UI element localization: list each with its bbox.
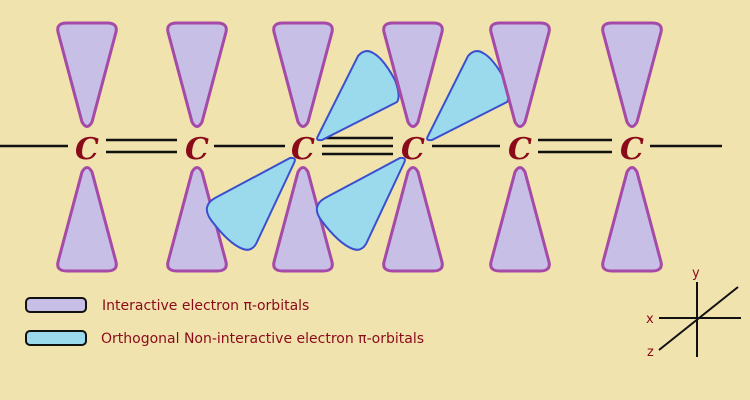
legend-swatch-orthogonal (25, 330, 87, 346)
interactive-orbital-lower-lobe (489, 166, 551, 273)
coordinate-axes: y x z (646, 266, 741, 360)
carbon-atom-label: C (620, 132, 644, 167)
interactive-orbital-lower-lobe (382, 166, 444, 273)
interactive-orbital-lower-lobe (601, 166, 663, 273)
bonds (0, 136, 722, 156)
interactive-orbital-lower-lobe (166, 166, 228, 273)
orthogonal-orbital-lower-lobe (205, 156, 296, 251)
lower-interactive-lobes (56, 166, 663, 273)
upper-interactive-lobes (56, 21, 663, 128)
legend-label-interactive: Interactive electron π-orbitals (102, 298, 309, 314)
interactive-orbital-upper-lobe (166, 21, 228, 128)
interactive-orbital-upper-lobe (56, 21, 118, 128)
interactive-orbital-lower-lobe (56, 166, 118, 273)
axis-label-y: y (692, 266, 700, 281)
interactive-orbital-upper-lobe (382, 21, 444, 128)
legend-swatch-interactive (25, 297, 87, 313)
legend-label-orthogonal: Orthogonal Non-interactive electron π-or… (101, 331, 424, 347)
carbon-atom-label: C (185, 132, 209, 167)
interactive-orbital-upper-lobe (489, 21, 551, 128)
axis-label-z: z (647, 345, 654, 360)
carbon-atom-label: C (75, 132, 99, 167)
axis-label-x: x (646, 312, 654, 327)
lower-orthogonal-lobes (205, 156, 406, 251)
interactive-orbital-upper-lobe (272, 21, 334, 128)
interactive-orbital-upper-lobe (601, 21, 663, 128)
z-axis (658, 286, 739, 351)
orthogonal-orbital-upper-lobe (316, 50, 400, 142)
orthogonal-orbital-lower-lobe (315, 156, 406, 251)
carbon-atom-label: C (508, 132, 532, 167)
carbon-atom-label: C (291, 132, 315, 167)
orthogonal-orbital-upper-lobe (426, 50, 510, 142)
legend: Interactive electron π-orbitals Orthogon… (25, 297, 424, 347)
interactive-orbital-lower-lobe (272, 166, 334, 273)
carbon-atom-label: C (401, 132, 425, 167)
